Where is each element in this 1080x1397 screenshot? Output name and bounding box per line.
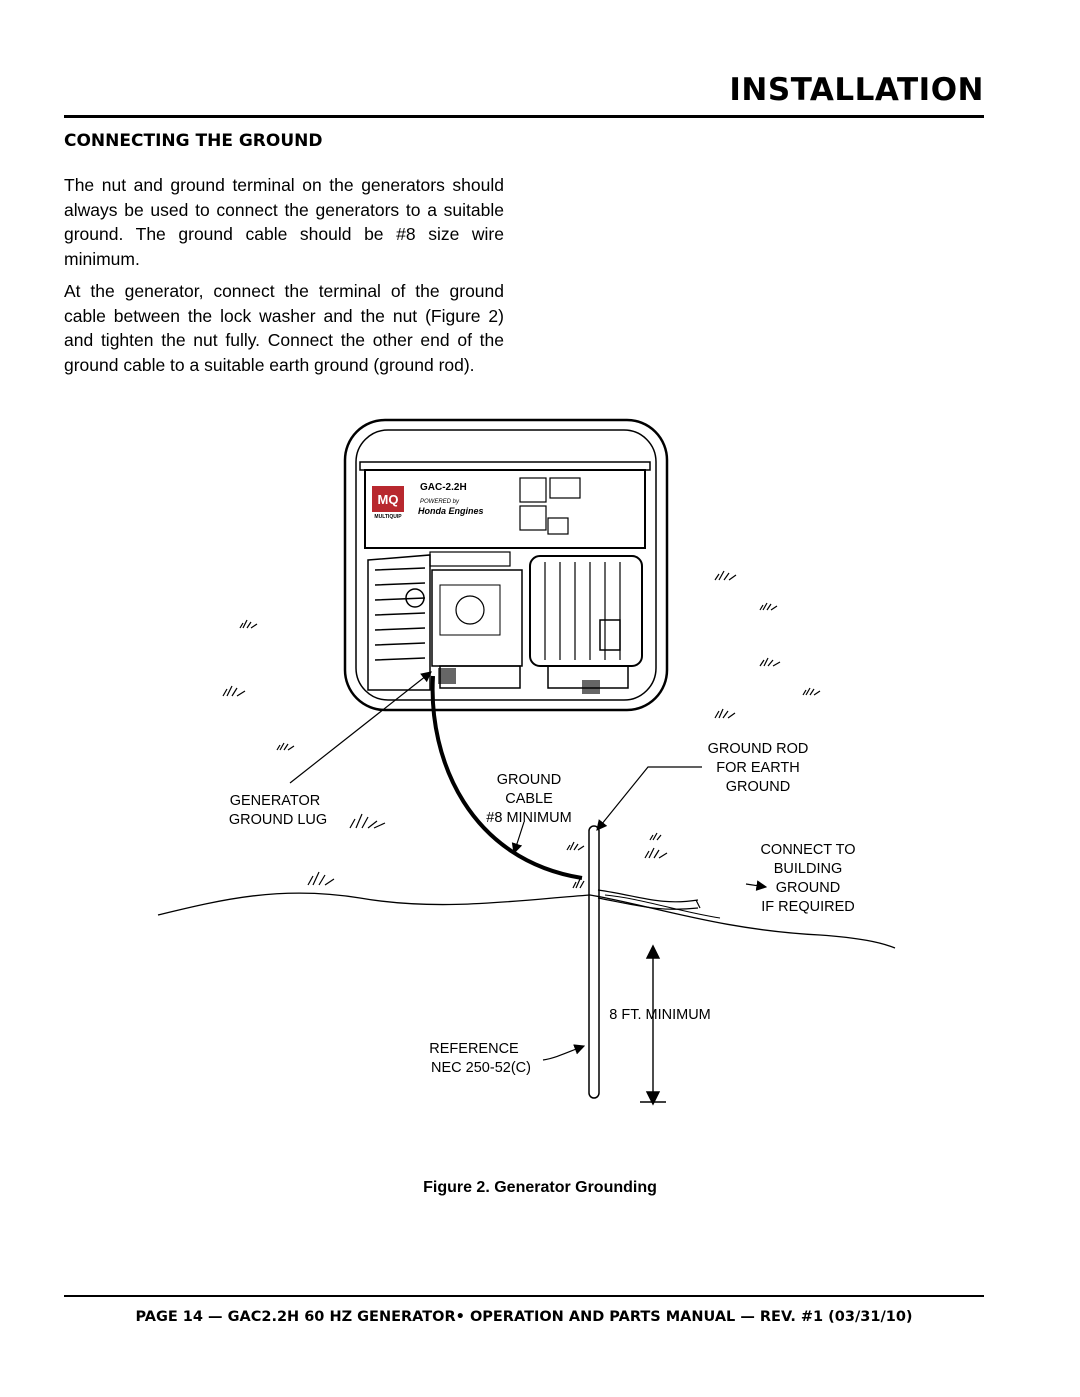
ground-surface-line	[157, 892, 896, 949]
section-heading: CONNECTING THE GROUND	[64, 131, 323, 151]
label-ground-lug: GROUND LUG	[229, 812, 327, 828]
panel-model: GAC-2.2H	[420, 482, 467, 493]
multiquip-logo: MQ MULTIQUIP	[372, 486, 404, 520]
header-rule	[64, 115, 984, 118]
depth-dimension-arrow	[640, 944, 666, 1106]
label-nec: NEC 250-52(C)	[431, 1060, 531, 1076]
label-building: BUILDING	[774, 861, 843, 877]
ground-rod-leader	[596, 766, 702, 831]
label-rod-ground: GROUND	[726, 779, 790, 795]
figure-caption: Figure 2. Generator Grounding	[423, 1179, 657, 1196]
label-reference: REFERENCE	[429, 1041, 519, 1057]
building-ground-leader	[745, 880, 768, 891]
paragraph-connect-cable: At the generator, connect the terminal o…	[64, 281, 504, 375]
panel-powered-by: POWERED by	[420, 499, 460, 505]
paragraph-ground-terminal: The nut and ground terminal on the gener…	[64, 175, 504, 269]
label-connect-to: CONNECT TO	[760, 842, 855, 858]
svg-text:MULTIQUIP: MULTIQUIP	[374, 514, 402, 520]
svg-text:MQ: MQ	[378, 492, 399, 507]
generator-lug-leader	[289, 671, 432, 784]
page-section-title: INSTALLATION	[729, 72, 984, 108]
label-building-ground: GROUND	[776, 880, 840, 896]
generator-illustration	[343, 418, 669, 712]
label-depth: 8 FT. MINIMUM	[609, 1007, 711, 1023]
label-if-required: IF REQUIRED	[761, 899, 854, 915]
label-cable-minimum: #8 MINIMUM	[486, 810, 571, 826]
label-ground-rod: GROUND ROD	[708, 741, 809, 757]
label-cable-ground: GROUND	[497, 772, 561, 788]
page-footer: PAGE 14 — GAC2.2H 60 HZ GENERATOR• OPERA…	[135, 1309, 913, 1325]
ground-cable	[430, 675, 583, 880]
grass-tufts	[222, 570, 821, 889]
reference-leader	[542, 1044, 586, 1061]
label-for-earth: FOR EARTH	[716, 760, 800, 776]
footer-rule	[64, 1295, 984, 1297]
ground-rod	[588, 825, 600, 1099]
generator-grounding-figure: MQ MULTIQUIP GAC-2.2H POWERED by Honda E…	[157, 418, 896, 1106]
cable-leader	[511, 821, 525, 855]
label-cable: CABLE	[505, 791, 553, 807]
label-generator: GENERATOR	[230, 793, 321, 809]
panel-engine: Honda Engines	[418, 506, 484, 516]
